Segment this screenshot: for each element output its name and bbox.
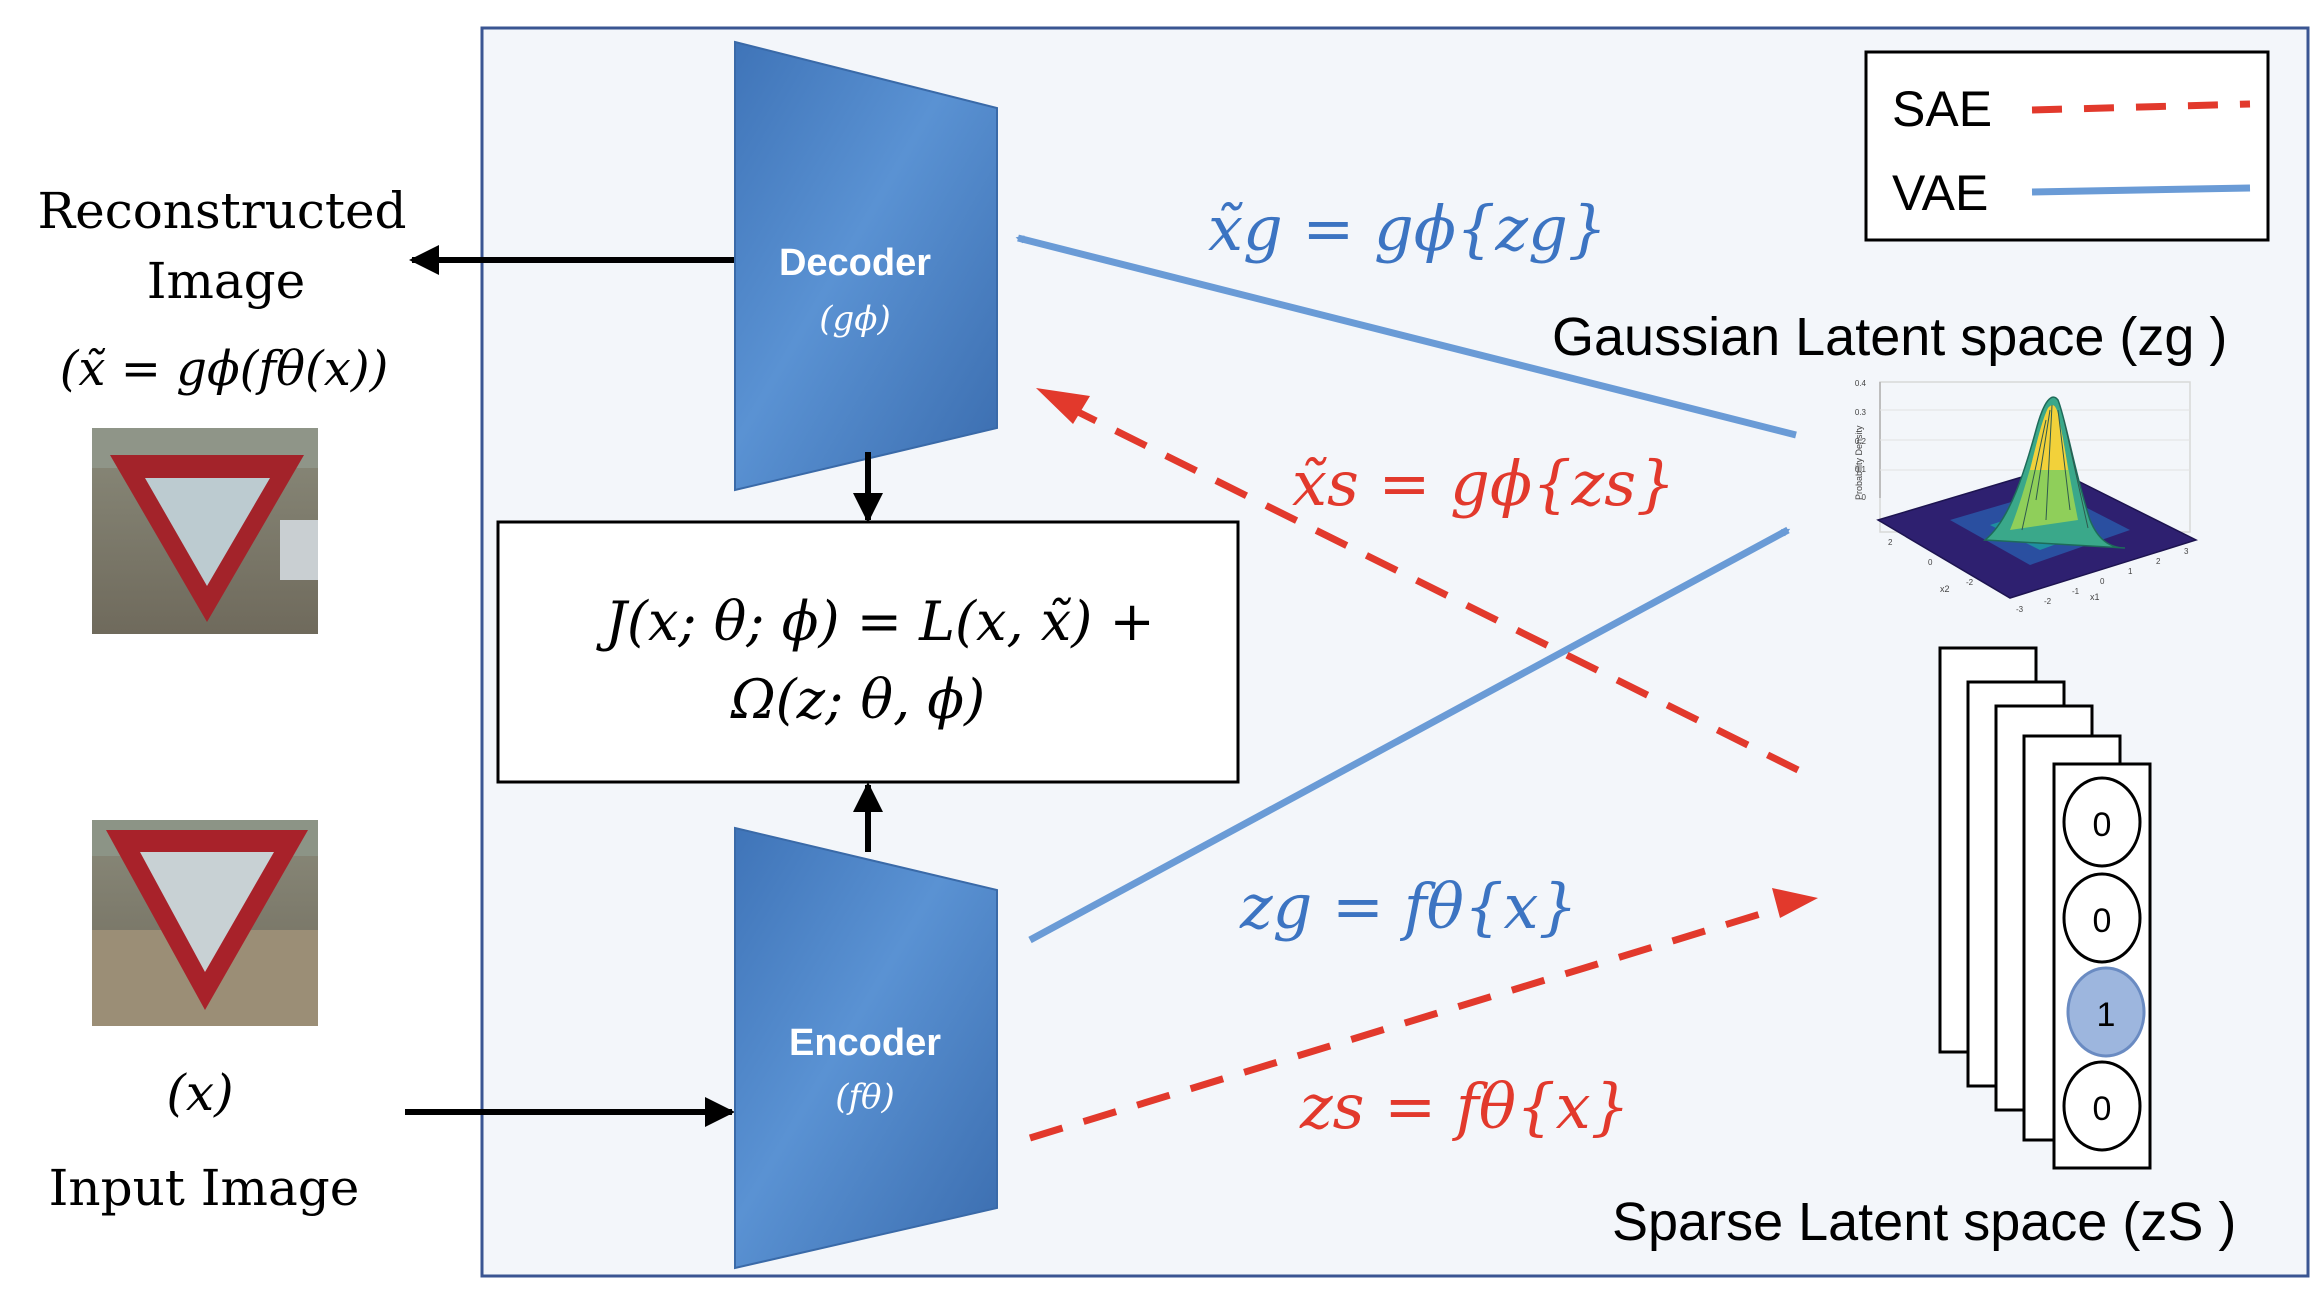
legend-sae-swatch [2031,100,2251,114]
input-image [92,820,318,1026]
sparse-unit-1 [2062,872,2142,964]
gaussian-xtick-3: 0 [2100,577,2105,586]
sparse-unit-0-value: 0 [2093,806,2112,844]
vae-encode-arrow [1028,526,1791,944]
reconstructed-image [92,428,318,634]
sae-encode-equation: zs = fθ{x} [1299,1070,1630,1143]
vae-decode-arrow [1015,234,1797,439]
gaussian-zlabel: Probability Density [1854,425,1864,500]
loss-equation-line1: J(x; θ; ϕ) = L(x, x̃) + [595,590,1155,653]
sae-decode-arrow [1048,394,1800,774]
vae-encode-equation: zg = fθ{x} [1239,870,1578,943]
loss-equation-line2: Ω(z; θ, ϕ) [730,668,985,731]
gaussian-ztick-2: 0.2 [1855,437,1867,446]
reconstructed-formula: (x̃ = gϕ(fθ(x)) [60,341,389,397]
legend: SAE VAE [1864,50,2270,242]
loss-box [496,520,1240,784]
sparse-units: 0 0 1 0 [2062,776,2146,1152]
sae-decode-equation: x̃s = gϕ{zs} [1292,447,1675,520]
sparse-unit-3 [2062,1060,2142,1152]
gaussian-xtick-0: -3 [2016,605,2024,614]
sparse-unit-3-value: 0 [2093,1090,2112,1128]
gaussian-ytick-1: 0 [1928,558,1933,567]
sparse-latent-title: Sparse Latent space (zS ) [1612,1192,2236,1252]
gaussian-ytick-2: -2 [1966,578,1974,587]
gaussian-surface-plot: Probability Density 0.4 0.3 0.2 0.1 0 2 … [1854,379,2199,614]
sparse-unit-2-value: 1 [2097,996,2116,1034]
gaussian-ztick-1: 0.3 [1855,408,1867,417]
legend-vae-swatch [2031,184,2251,196]
vae-decode-equation: x̃g = gϕ{zg} [1208,192,1607,265]
decoder-block: Decoder (gϕ) [734,40,998,492]
encoder-label: Encoder [789,1022,941,1064]
sae-decode-arrowhead [1036,388,1090,424]
decoder-param: (gϕ) [819,299,890,339]
reconstructed-label-line2: Image [147,252,306,310]
gaussian-ytick-0: 2 [1888,538,1893,547]
sae-encode-arrowhead [1772,888,1818,918]
input-image-label: Input Image [49,1159,360,1217]
reconstructed-label-line1: Reconstructed [37,182,406,240]
gaussian-xtick-1: -2 [2044,597,2052,606]
encoder-param: (fθ) [835,1077,895,1117]
sparse-unit-0 [2062,776,2142,868]
gaussian-xtick-4: 1 [2128,567,2133,576]
decoder-label: Decoder [779,242,931,284]
gaussian-ztick-3: 0.1 [1855,465,1867,474]
gaussian-xlabel: x1 [2090,592,2100,602]
encoder-block: Encoder (fθ) [734,826,998,1270]
sparse-unit-2 [2066,966,2146,1058]
legend-sae-label: SAE [1892,81,1992,137]
gaussian-xtick-2: -1 [2072,587,2080,596]
sparse-unit-1-value: 0 [2093,902,2112,940]
gaussian-ylabel: x2 [1940,584,1950,594]
gaussian-xtick-6: 3 [2184,547,2189,556]
gaussian-ztick-0: 0.4 [1855,379,1867,388]
gaussian-xtick-5: 2 [2156,557,2161,566]
gaussian-ztick-4: 0 [1862,493,1867,502]
legend-vae-label: VAE [1892,165,1988,221]
gaussian-latent-title: Gaussian Latent space (zg ) [1552,307,2227,367]
input-symbol: (x) [166,1064,233,1122]
sae-encode-arrow [1028,904,1782,1142]
